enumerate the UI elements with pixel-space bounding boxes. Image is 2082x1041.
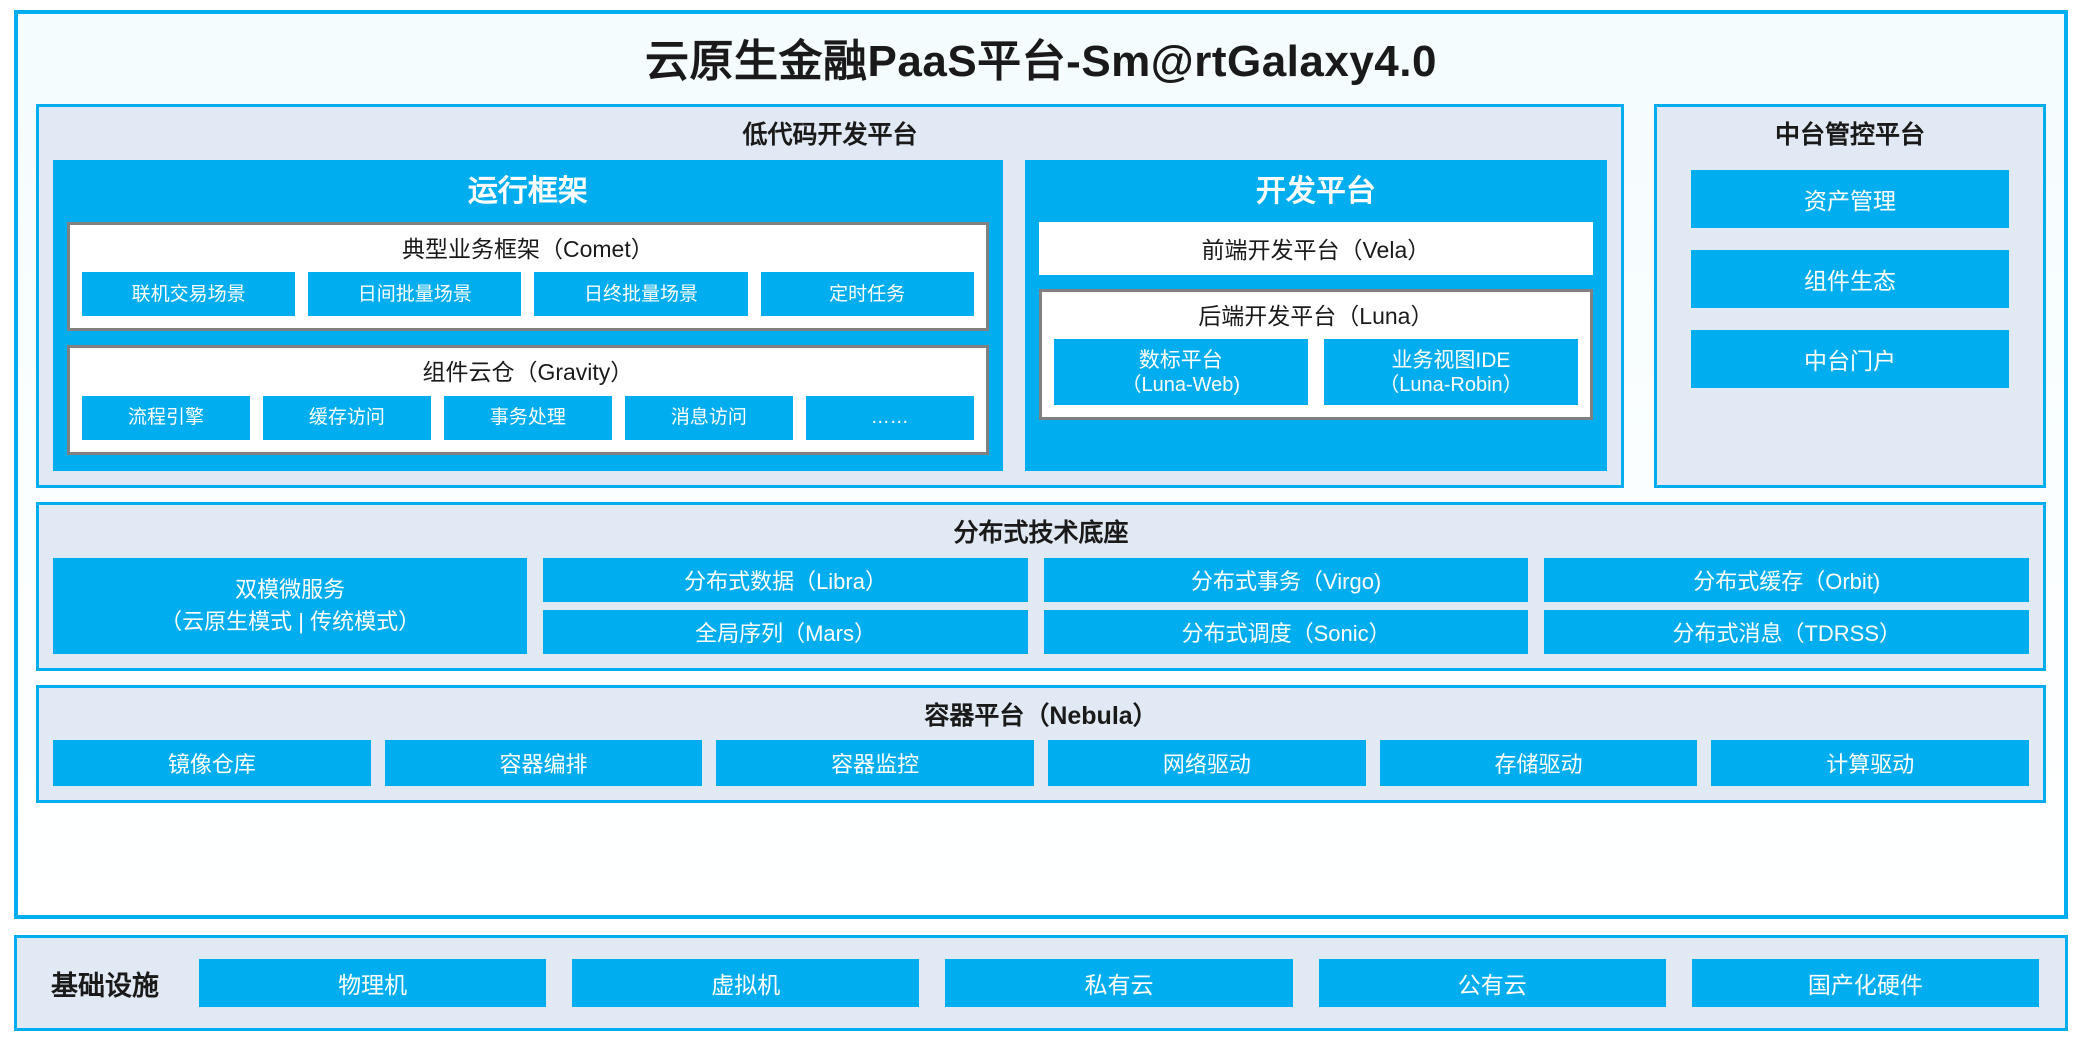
container-item-storage-driver[interactable]: 存储驱动 [1379,740,1698,787]
infra-item-virtual-machine[interactable]: 虚拟机 [572,959,920,1007]
comet-chip-row: 联机交易场景 日间批量场景 日终批量场景 定时任务 [82,272,974,317]
runtime-framework-title: 运行框架 [467,174,588,208]
frontend-dev-platform-vela[interactable]: 前端开发平台（Vela） [1038,221,1593,275]
tech-base-panel: 分布式技术底座 双模微服务 （云原生模式 | 传统模式） 分布式数据（Libra… [36,501,2046,671]
tech-cell-distributed-scheduling-sonic[interactable]: 分布式调度（Sonic） [1043,609,1529,654]
tech-base-title: 分布式技术底座 [953,518,1129,547]
gravity-item-transaction-processing[interactable]: 事务处理 [443,395,612,440]
container-item-compute-driver[interactable]: 计算驱动 [1711,740,2030,787]
tech-cell-distributed-transaction-virgo[interactable]: 分布式事务（Virgo) [1043,557,1529,602]
gravity-item-message-access[interactable]: 消息访问 [624,395,793,440]
container-platform-row: 镜像仓库 容器编排 容器监控 网络驱动 存储驱动 计算驱动 [53,740,2030,787]
comet-item-scheduled-task[interactable]: 定时任务 [760,272,974,317]
comet-item-intraday-batch[interactable]: 日间批量场景 [308,272,522,317]
backend-dev-platform-title: 后端开发平台（Luna） [1198,302,1434,329]
infra-item-physical-machine[interactable]: 物理机 [199,959,547,1007]
main-platform-frame: 云原生金融PaaS平台-Sm@rtGalaxy4.0 低代码开发平台 运行框架 … [14,10,2068,919]
management-platform-title: 中台管控平台 [1774,121,1925,149]
luna-robin-sub: （Luna-Robin） [1379,373,1523,396]
dual-mode-microservice-line2: （云原生模式 | 传统模式） [160,608,421,634]
luna-web-sub: （Luna-Web) [1121,373,1241,396]
infra-item-private-cloud[interactable]: 私有云 [945,959,1293,1007]
infrastructure-panel: 基础设施 物理机 虚拟机 私有云 公有云 国产化硬件 [14,935,2068,1031]
tech-col-microservice: 双模微服务 （云原生模式 | 传统模式） [53,557,528,654]
infra-item-public-cloud[interactable]: 公有云 [1318,959,1666,1007]
management-platform-panel: 中台管控平台 资产管理 组件生态 中台门户 [1654,104,2046,488]
comet-item-eod-batch[interactable]: 日终批量场景 [534,272,748,317]
gravity-item-cache-access[interactable]: 缓存访问 [262,395,431,440]
tech-col-3: 分布式缓存（Orbit) 分布式消息（TDRSS） [1544,557,2030,654]
luna-robin-chip[interactable]: 业务视图IDE （Luna-Robin） [1323,339,1579,406]
container-platform-title: 容器平台（Nebula） [924,701,1158,730]
gravity-title: 组件云仓（Gravity） [422,359,634,386]
page-title: 云原生金融PaaS平台-Sm@rtGalaxy4.0 [645,37,1437,86]
gravity-chip-row: 流程引擎 缓存访问 事务处理 消息访问 …… [82,395,974,440]
infrastructure-label: 基础设施 [51,970,159,1001]
mgmt-item-component-ecosystem[interactable]: 组件生态 [1691,249,2009,308]
infrastructure-items: 物理机 虚拟机 私有云 公有云 国产化硬件 [199,959,2040,1007]
tech-col-2: 分布式事务（Virgo) 分布式调度（Sonic） [1043,557,1529,654]
container-item-orchestration[interactable]: 容器编排 [384,740,703,787]
runtime-framework-card: 运行框架 典型业务框架（Comet） 联机交易场景 日间批量场景 日终批量场景 … [53,159,1003,471]
infra-item-domestic-hardware[interactable]: 国产化硬件 [1691,959,2040,1007]
top-row: 低代码开发平台 运行框架 典型业务框架（Comet） 联机交易场景 日间批量场景… [36,104,2046,488]
luna-web-chip[interactable]: 数标平台 （Luna-Web) [1053,339,1308,406]
comet-title: 典型业务框架（Comet） [401,235,654,262]
gravity-box: 组件云仓（Gravity） 流程引擎 缓存访问 事务处理 消息访问 …… [67,345,989,455]
luna-chip-row: 数标平台 （Luna-Web) 业务视图IDE （Luna-Robin） [1053,339,1579,406]
dual-mode-microservice-cell[interactable]: 双模微服务 （云原生模式 | 传统模式） [53,557,528,654]
tech-cell-distributed-cache-orbit[interactable]: 分布式缓存（Orbit) [1544,557,2030,602]
comet-item-online-transaction[interactable]: 联机交易场景 [82,272,296,317]
gravity-item-process-engine[interactable]: 流程引擎 [82,395,250,440]
container-platform-panel: 容器平台（Nebula） 镜像仓库 容器编排 容器监控 网络驱动 存储驱动 计算… [36,684,2046,804]
tech-col-1: 分布式数据（Libra） 全局序列（Mars） [543,557,1028,654]
development-platform-title: 开发平台 [1255,174,1376,208]
backend-dev-platform-box: 后端开发平台（Luna） 数标平台 （Luna-Web) 业务视图IDE （Lu… [1038,288,1593,421]
tech-cell-global-sequence-mars[interactable]: 全局序列（Mars） [543,609,1028,654]
tech-cell-distributed-message-tdrss[interactable]: 分布式消息（TDRSS） [1544,609,2030,654]
gravity-item-more[interactable]: …… [805,395,974,440]
container-item-monitoring[interactable]: 容器监控 [716,740,1035,787]
container-item-network-driver[interactable]: 网络驱动 [1048,740,1366,787]
mgmt-item-portal[interactable]: 中台门户 [1691,329,2009,388]
dual-mode-microservice-line1: 双模微服务 [235,576,346,602]
development-platform-card: 开发平台 前端开发平台（Vela） 后端开发平台（Luna） 数标平台 （Lun… [1024,159,1607,471]
container-item-image-registry[interactable]: 镜像仓库 [53,740,371,787]
lowcode-platform-title: 低代码开发平台 [742,121,918,149]
management-platform-list: 资产管理 组件生态 中台门户 [1691,169,2009,388]
luna-robin-name: 业务视图IDE [1391,348,1511,372]
lowcode-platform-panel: 低代码开发平台 运行框架 典型业务框架（Comet） 联机交易场景 日间批量场景… [36,104,1624,488]
tech-cell-distributed-data-libra[interactable]: 分布式数据（Libra） [543,557,1028,602]
lowcode-columns: 运行框架 典型业务框架（Comet） 联机交易场景 日间批量场景 日终批量场景 … [53,159,1607,471]
tech-base-grid: 双模微服务 （云原生模式 | 传统模式） 分布式数据（Libra） 全局序列（M… [53,557,2030,654]
luna-web-name: 数标平台 [1138,348,1223,372]
mgmt-item-asset-management[interactable]: 资产管理 [1691,169,2009,228]
comet-box: 典型业务框架（Comet） 联机交易场景 日间批量场景 日终批量场景 定时任务 [67,221,989,332]
